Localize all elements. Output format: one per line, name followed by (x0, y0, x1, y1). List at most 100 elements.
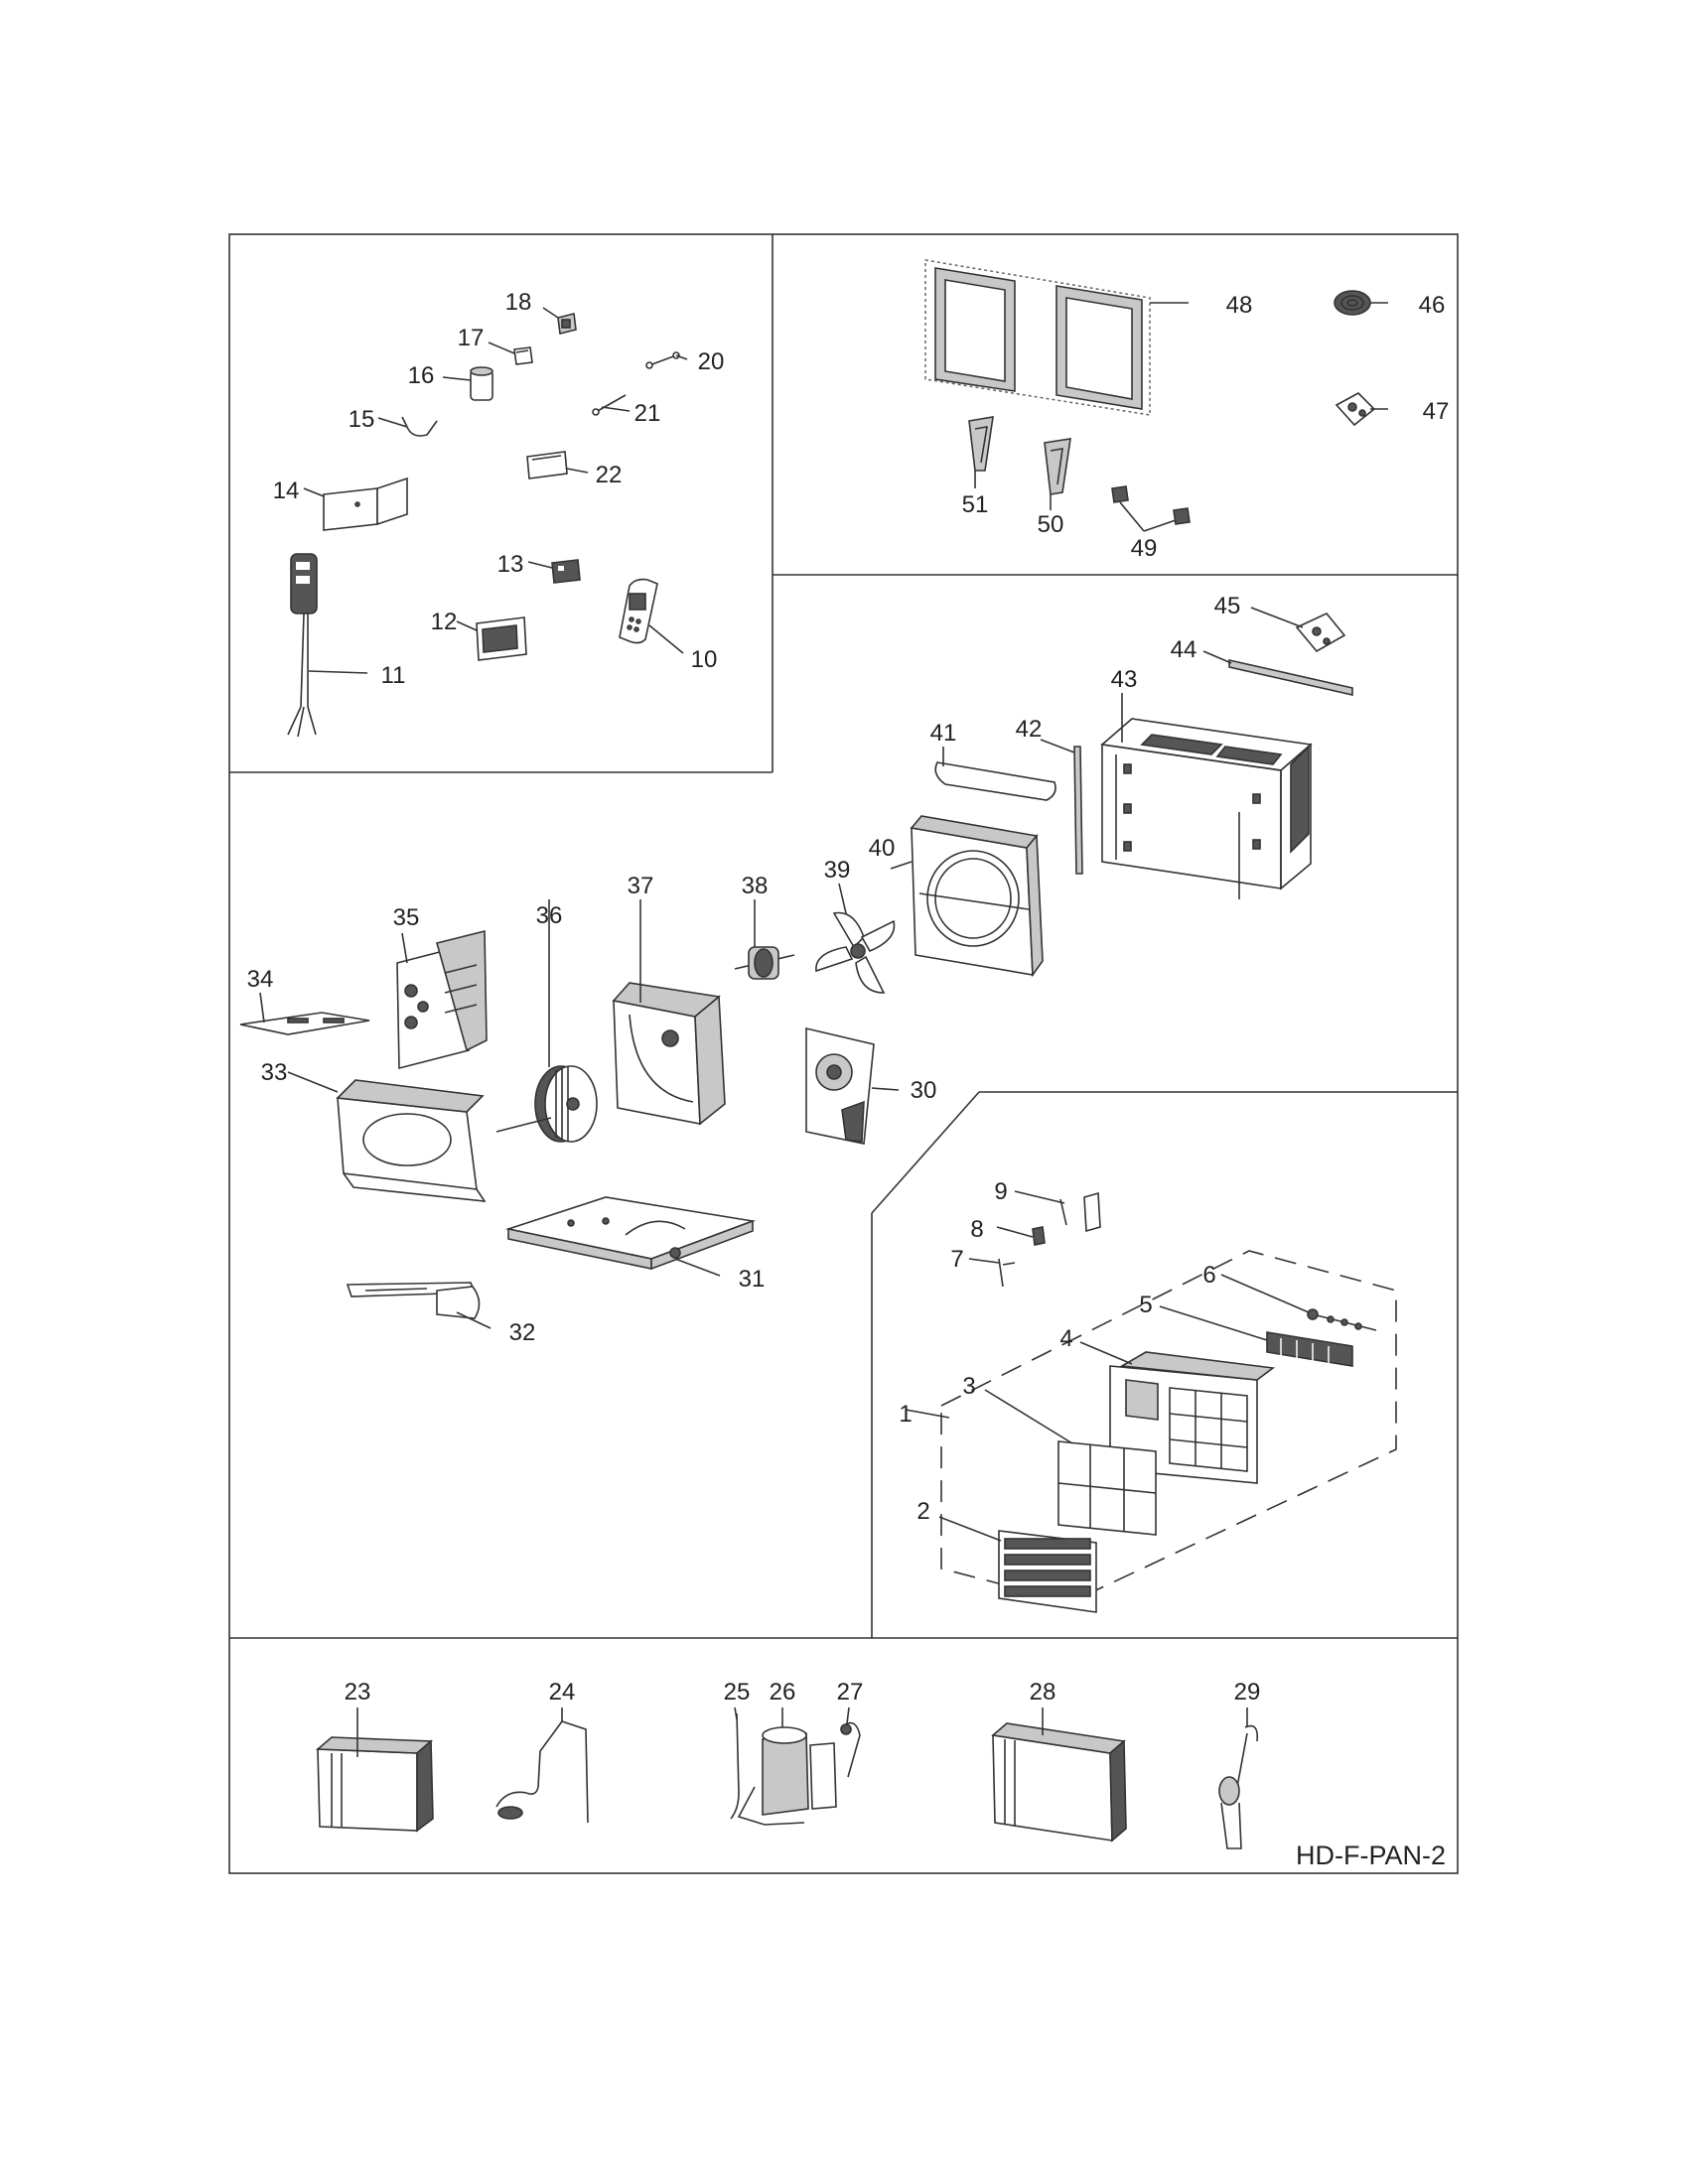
callout-1: 1 (899, 1401, 912, 1428)
callout-14: 14 (273, 478, 300, 504)
callout-34: 34 (247, 966, 274, 993)
callout-30: 30 (911, 1077, 937, 1104)
front-panel-group-outline (940, 1250, 1397, 1603)
part-6-drawing (1220, 1274, 1377, 1331)
part-33-drawing (287, 1071, 487, 1202)
part-12-drawing (456, 616, 527, 661)
callout-27: 27 (837, 1679, 864, 1706)
part-46-drawing (1334, 290, 1388, 316)
part-29-drawing (1218, 1707, 1259, 1849)
part-36-drawing (495, 899, 598, 1143)
part-13-drawing (527, 559, 581, 584)
part-23-drawing (315, 1707, 434, 1833)
part-32-drawing (346, 1282, 492, 1329)
part-45-drawing (1250, 607, 1346, 653)
callout-32: 32 (509, 1319, 536, 1346)
callout-8: 8 (970, 1216, 983, 1243)
panel-frame (228, 233, 1459, 1874)
callout-41: 41 (930, 720, 957, 747)
callout-15: 15 (349, 406, 375, 433)
callout-16: 16 (408, 362, 435, 389)
callout-18: 18 (505, 289, 532, 316)
callout-2: 2 (916, 1498, 929, 1525)
callout-48: 48 (1226, 292, 1253, 319)
part-40-drawing (890, 815, 1044, 978)
part-31-drawing (504, 1196, 757, 1277)
callout-24: 24 (549, 1679, 576, 1706)
part-49-drawing (1111, 485, 1191, 532)
callout-47: 47 (1423, 398, 1450, 425)
callout-10: 10 (691, 646, 718, 673)
callout-29: 29 (1234, 1679, 1261, 1706)
callout-49: 49 (1131, 535, 1158, 562)
callout-33: 33 (261, 1059, 288, 1086)
callout-37: 37 (628, 873, 654, 899)
part-51-drawing (968, 416, 994, 488)
part-41-drawing (934, 747, 1056, 801)
callout-4: 4 (1059, 1325, 1072, 1352)
callout-46: 46 (1419, 292, 1446, 319)
callout-3: 3 (962, 1373, 975, 1400)
callout-labels: 18 17 16 15 14 20 21 22 13 12 10 11 48 4… (247, 289, 1450, 1870)
callout-39: 39 (824, 857, 851, 884)
callout-31: 31 (739, 1266, 766, 1293)
callout-22: 22 (596, 462, 623, 488)
callout-13: 13 (497, 551, 524, 578)
callout-12: 12 (431, 609, 458, 635)
part-3-drawing (984, 1389, 1157, 1536)
part-48-drawing (924, 259, 1189, 416)
part-38-drawing (734, 899, 795, 980)
part-47-drawing (1335, 392, 1388, 427)
part-22-drawing (526, 451, 589, 479)
callout-17: 17 (458, 325, 485, 351)
part-43-drawing (1100, 693, 1313, 899)
part-9-drawing (1014, 1190, 1101, 1233)
part-28-drawing (991, 1707, 1127, 1843)
part-26-drawing (737, 1707, 837, 1826)
part-2-drawing (938, 1516, 1097, 1613)
callout-45: 45 (1214, 593, 1241, 619)
callout-28: 28 (1030, 1679, 1056, 1706)
part-7-drawing (968, 1258, 1016, 1288)
callout-44: 44 (1171, 636, 1197, 663)
part-18-drawing (542, 307, 577, 335)
part-34-drawing (239, 992, 370, 1035)
drawing-code: HD-F-PAN-2 (1296, 1841, 1446, 1870)
part-30-drawing (805, 1026, 900, 1145)
part-44-drawing (1202, 650, 1353, 697)
part-20-drawing (645, 351, 688, 369)
callout-36: 36 (536, 902, 563, 929)
callout-7: 7 (950, 1246, 963, 1273)
part-21-drawing (592, 394, 631, 416)
callout-50: 50 (1038, 511, 1064, 538)
part-39-drawing (815, 883, 896, 994)
callout-42: 42 (1016, 716, 1043, 743)
callout-40: 40 (869, 835, 896, 862)
part-24-drawing (495, 1707, 589, 1824)
part-14-drawing (303, 477, 408, 531)
part-35-drawing (396, 929, 488, 1070)
part-1-leader (905, 1409, 950, 1419)
callout-35: 35 (393, 904, 420, 931)
part-27-drawing (840, 1706, 861, 1778)
callout-21: 21 (634, 400, 661, 427)
part-25-drawing (730, 1706, 740, 1820)
part-8-drawing (996, 1226, 1046, 1246)
part-5-drawing (1159, 1305, 1353, 1367)
part-11-drawing (287, 553, 368, 738)
part-10-drawing (619, 578, 684, 654)
part-50-drawing (1044, 438, 1071, 510)
callout-26: 26 (770, 1679, 796, 1706)
callout-6: 6 (1202, 1262, 1215, 1289)
callout-51: 51 (962, 491, 989, 518)
callout-20: 20 (698, 348, 725, 375)
part-42-drawing (1040, 739, 1083, 875)
callout-38: 38 (742, 873, 769, 899)
callout-23: 23 (345, 1679, 371, 1706)
callout-9: 9 (994, 1178, 1007, 1205)
callout-11: 11 (381, 662, 406, 689)
callout-5: 5 (1139, 1292, 1152, 1318)
callout-25: 25 (724, 1679, 751, 1706)
part-16-drawing (442, 366, 493, 401)
